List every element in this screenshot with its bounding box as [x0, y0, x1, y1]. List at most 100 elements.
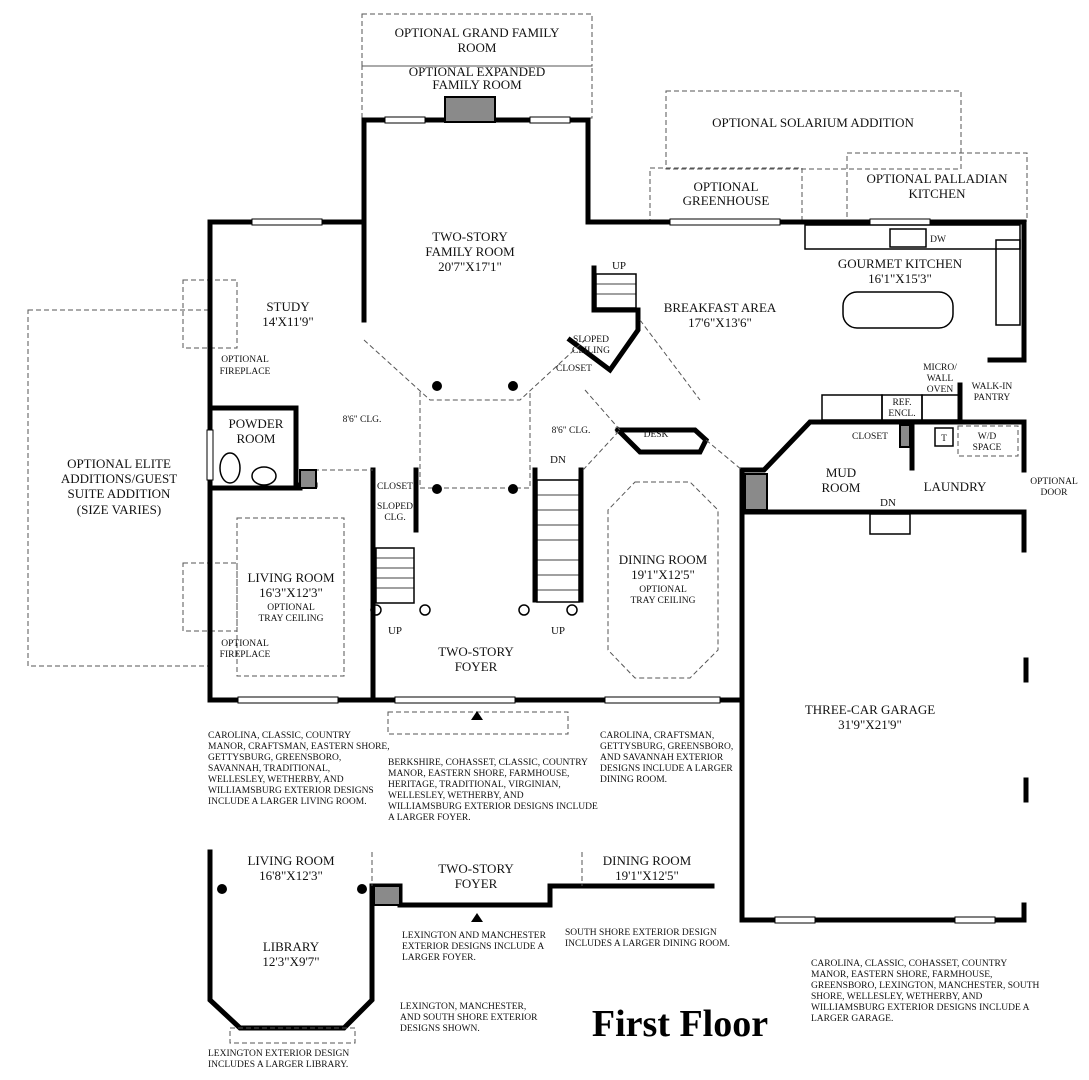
breakfast-up-label: UP — [612, 260, 626, 272]
living-note-4: SAVANNAH, TRADITIONAL, — [208, 764, 330, 774]
study-label: STUDY — [266, 299, 310, 314]
micro-label-3: OVEN — [927, 385, 954, 395]
living-note-2: MANOR, CRAFTSMAN, EASTERN SHORE, — [208, 742, 390, 752]
pantry-label-1: WALK-IN — [972, 382, 1013, 392]
living-tray-1: OPTIONAL — [267, 603, 315, 613]
garage-note-3: GREENSBORO, LEXINGTON, MANCHESTER, SOUTH — [811, 981, 1039, 991]
sloped-ceiling-2: CEILING — [572, 346, 610, 356]
ref-label-1: REF. — [892, 398, 911, 408]
living-note-3: GETTYSBURG, GREENSBORO, — [208, 753, 341, 763]
garage-note-4: SHORE, WELLESLEY, WETHERBY, AND — [811, 992, 982, 1002]
dining-label: DINING ROOM — [619, 552, 708, 567]
dining-note-3: AND SAVANNAH EXTERIOR — [600, 753, 724, 763]
lex-foyer-note-3: LARGER FOYER. — [402, 953, 476, 963]
garage-label: THREE-CAR GARAGE — [805, 702, 935, 717]
library-note-1: LEXINGTON EXTERIOR DESIGN — [208, 1049, 349, 1059]
optional-door-1: OPTIONAL — [1030, 477, 1078, 487]
foyer-note-6: A LARGER FOYER. — [388, 813, 471, 823]
living-note-5: WELLESLEY, WETHERBY, AND — [208, 775, 344, 785]
exterior-notes: CAROLINA, CLASSIC, COUNTRY MANOR, CRAFTS… — [208, 731, 1039, 1070]
library-dims: 12'3"X9'7" — [262, 954, 319, 969]
study-dims: 14'X11'9" — [262, 314, 313, 329]
grand-family-label-2: ROOM — [457, 40, 496, 55]
shown-note-2: AND SOUTH SHORE EXTERIOR — [400, 1013, 538, 1023]
living-fireplace-1: OPTIONAL — [221, 639, 269, 649]
foyer-note-2: MANOR, EASTERN SHORE, FARMHOUSE, — [388, 769, 569, 779]
mud-label-1: MUD — [826, 465, 856, 480]
family-room-label-1: TWO-STORY — [432, 229, 508, 244]
greenhouse-label-1: OPTIONAL — [694, 179, 759, 194]
shown-note-1: LEXINGTON, MANCHESTER, — [400, 1002, 526, 1012]
sloped-clg-2: CLG. — [384, 513, 405, 523]
library-label: LIBRARY — [263, 939, 320, 954]
kitchen-label: GOURMET KITCHEN — [838, 256, 963, 271]
lex-foyer-note-1: LEXINGTON AND MANCHESTER — [402, 931, 547, 941]
shown-note-3: DESIGNS SHOWN. — [400, 1024, 480, 1034]
optional-additions-outlines — [27, 13, 1028, 679]
mud-closet-label: CLOSET — [852, 432, 888, 442]
alt-foyer-label-2: FOYER — [455, 876, 498, 891]
desk-label: DESK — [644, 430, 669, 440]
wd-label-1: W/D — [978, 432, 997, 442]
room-labels: OPTIONAL GRAND FAMILY ROOM OPTIONAL EXPA… — [61, 25, 1078, 969]
greenhouse-label-2: GREENHOUSE — [683, 193, 770, 208]
pantry-label-2: PANTRY — [974, 393, 1011, 403]
clg-left: 8'6" CLG. — [343, 415, 382, 425]
elite-label-4: (SIZE VARIES) — [77, 502, 161, 517]
dining-dims: 19'1"X12'5" — [631, 567, 695, 582]
foyer-label-2: FOYER — [455, 659, 498, 674]
powder-label-2: ROOM — [236, 431, 275, 446]
elite-label-2: ADDITIONS/GUEST — [61, 471, 177, 486]
study-fireplace-2: FIREPLACE — [220, 367, 271, 377]
living-dims: 16'3"X12'3" — [259, 585, 323, 600]
foyer-closet-label: CLOSET — [377, 482, 413, 492]
living-fireplace-2: FIREPLACE — [220, 650, 271, 660]
foyer-note-3: HERITAGE, TRADITIONAL, VIRGINIAN, — [388, 780, 561, 790]
breakfast-label: BREAKFAST AREA — [664, 300, 777, 315]
openings — [306, 319, 743, 489]
elite-label-1: OPTIONAL ELITE — [67, 456, 171, 471]
south-note-2: INCLUDES A LARGER DINING ROOM. — [565, 939, 730, 949]
alt-dining-label: DINING ROOM — [603, 853, 692, 868]
foyer-dn-label: DN — [550, 454, 566, 466]
living-tray-2: TRAY CEILING — [258, 614, 323, 624]
mud-dn-label: DN — [880, 497, 896, 509]
south-note-1: SOUTH SHORE EXTERIOR DESIGN — [565, 928, 717, 938]
windows — [206, 116, 996, 924]
foyer-note-5: WILLIAMSBURG EXTERIOR DESIGNS INCLUDE — [388, 802, 598, 812]
garage-note-1: CAROLINA, CLASSIC, COHASSET, COUNTRY — [811, 959, 1007, 969]
optional-door-2: DOOR — [1041, 488, 1069, 498]
grand-family-label-1: OPTIONAL GRAND FAMILY — [395, 25, 560, 40]
solarium-label: OPTIONAL SOLARIUM ADDITION — [712, 115, 914, 130]
elite-label-3: SUITE ADDITION — [68, 486, 172, 501]
sloped-clg-1: SLOPED — [377, 502, 413, 512]
columns — [217, 381, 518, 894]
alt-living-dims: 16'8"X12'3" — [259, 868, 323, 883]
alt-foyer-label-1: TWO-STORY — [438, 861, 514, 876]
study-fireplace-1: OPTIONAL — [221, 355, 269, 365]
breakfast-closet-label: CLOSET — [556, 364, 592, 374]
palladian-label-2: KITCHEN — [908, 186, 966, 201]
stairs — [370, 273, 637, 616]
micro-label-2: WALL — [927, 374, 954, 384]
page-title: First Floor — [592, 1003, 768, 1045]
garage-note-6: LARGER GARAGE. — [811, 1014, 893, 1024]
garage-note-5: WILLIAMSBURG EXTERIOR DESIGNS INCLUDE A — [811, 1003, 1030, 1013]
dining-tray-2: TRAY CEILING — [630, 596, 695, 606]
dw-label: DW — [930, 235, 946, 245]
foyer-up-right: UP — [551, 625, 565, 637]
entry-markers — [387, 513, 911, 735]
foyer-up-left: UP — [388, 625, 402, 637]
t-label: T — [941, 434, 947, 444]
expanded-family-label-1: OPTIONAL EXPANDED — [409, 64, 546, 79]
lex-foyer-note-2: EXTERIOR DESIGNS INCLUDE A — [402, 942, 544, 952]
dining-note-2: GETTYSBURG, GREENSBORO, — [600, 742, 733, 752]
mud-label-2: ROOM — [821, 480, 860, 495]
dining-note-4: DESIGNS INCLUDE A LARGER — [600, 764, 733, 774]
ref-label-2: ENCL. — [888, 409, 915, 419]
garage-dims: 31'9"X21'9" — [838, 717, 902, 732]
dining-note-1: CAROLINA, CRAFTSMAN, — [600, 731, 714, 741]
alt-living-label: LIVING ROOM — [247, 853, 334, 868]
living-note-7: INCLUDE A LARGER LIVING ROOM. — [208, 797, 367, 807]
clg-right: 8'6" CLG. — [552, 426, 591, 436]
